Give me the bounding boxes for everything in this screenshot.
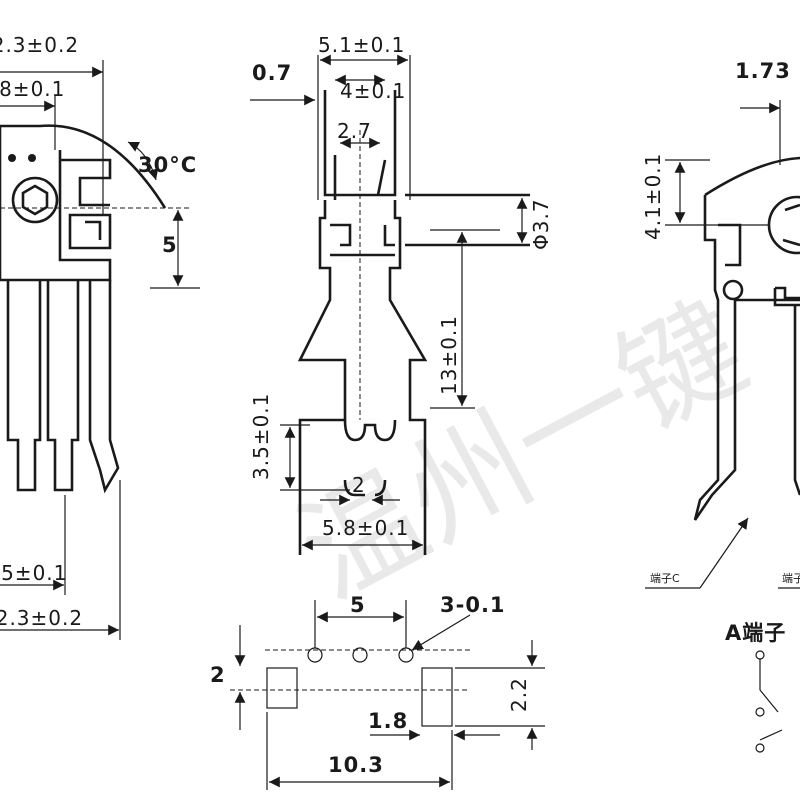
fp-hole-2 xyxy=(352,647,368,663)
left-pin-2 xyxy=(46,280,80,492)
left-dim-sub-label: 7.8±0.1 xyxy=(0,77,65,101)
fp-leader-holes xyxy=(411,614,471,651)
right-body-arc xyxy=(704,156,800,197)
fp-dim-pitch-label: 5 xyxy=(350,593,366,617)
fp-dim-left-label: 2 xyxy=(210,663,226,687)
right-view: 1.73 4.1±0.1 端子C 端子B A端子 xyxy=(641,59,800,753)
mid-diameter-ext xyxy=(405,193,530,247)
left-angle-arc xyxy=(127,141,159,181)
mid-body-left xyxy=(297,200,347,555)
right-notch-right xyxy=(773,286,800,307)
left-dim-bottom-label: 12.3±0.2 xyxy=(0,606,83,630)
left-view: 12.3±0.2 7.8±0.1 30°C 5 2.5±0.1 12.3±0.2 xyxy=(0,33,200,640)
left-bracket-inner xyxy=(85,220,102,240)
left-bracket-top xyxy=(60,158,112,207)
left-body-outline xyxy=(0,126,112,282)
right-pin-edge xyxy=(793,305,800,496)
fp-pad-left xyxy=(266,667,298,709)
fp-dim-total-label: 10.3 xyxy=(328,753,384,777)
right-body-outline xyxy=(693,195,800,521)
right-terminal-c-label: 端子C xyxy=(650,572,680,585)
right-hex-lines xyxy=(782,203,800,247)
mid-dim-top-label: 5.1±0.1 xyxy=(318,33,405,57)
mid-dim-diameter-label: Φ3.7 xyxy=(529,198,553,250)
mid-dim-base-label: 5.8±0.1 xyxy=(322,516,409,540)
right-dim-vert-label: 4.1±0.1 xyxy=(641,153,665,240)
hex-socket-icon xyxy=(21,184,49,216)
fp-dim-pad-label: 1.8 xyxy=(368,709,408,733)
left-pin-1 xyxy=(6,280,42,492)
right-leader-c xyxy=(699,517,749,589)
right-terminal-b-label: 端子B xyxy=(782,572,800,585)
left-dim-angle-label: 30°C xyxy=(138,153,197,177)
left-dot-2 xyxy=(28,154,36,162)
right-small-hole xyxy=(722,279,744,301)
left-dim-height-label: 5 xyxy=(162,233,178,257)
left-shaft-circle xyxy=(11,176,59,224)
middle-view: 5.1±0.1 0.7 4±0.1 2.7 Φ3.7 13±0.1 3.5±0.… xyxy=(249,33,553,555)
mid-dim-left-label: 0.7 xyxy=(252,61,292,85)
watermark-text: 温州一键 xyxy=(278,277,767,625)
mid-body-feet xyxy=(343,419,397,442)
footprint-view: 5 3-0.1 2 2.2 1.8 10.3 xyxy=(210,593,545,790)
mid-dim-inner-label: 4±0.1 xyxy=(340,79,406,103)
schematic-switch-2 xyxy=(759,729,783,741)
left-dim-pitch-label: 2.5±0.1 xyxy=(0,561,67,585)
mid-dim-height-label: 13±0.1 xyxy=(437,315,461,395)
schematic-switch-1 xyxy=(759,689,779,713)
mid-dim-shaft-label: 2.7 xyxy=(337,119,372,143)
fp-dim-right-label: 2.2 xyxy=(507,677,531,712)
schematic-node-a xyxy=(755,650,765,660)
right-notch-left xyxy=(718,223,742,267)
fp-pad-right xyxy=(421,667,453,727)
schematic-node-c xyxy=(755,707,765,717)
left-dot-1 xyxy=(8,154,16,162)
mid-dim-foot-label: 3.5±0.1 xyxy=(249,393,273,480)
mid-shaft-inner xyxy=(333,155,387,200)
mid-body-notches xyxy=(330,223,395,247)
left-bracket-box xyxy=(68,213,112,250)
schematic-node-b xyxy=(755,743,765,753)
left-pin-3 xyxy=(88,280,120,494)
right-dim-top-label: 1.73 xyxy=(735,59,791,83)
fp-dim-holes-label: 3-0.1 xyxy=(440,593,506,617)
left-body-arc xyxy=(0,124,167,209)
right-terminal-a-label: A端子 xyxy=(725,621,786,645)
left-dim-top-label: 12.3±0.2 xyxy=(0,33,79,57)
mid-dim-gap-label: 2 xyxy=(352,473,366,497)
mid-body-right xyxy=(388,200,428,555)
